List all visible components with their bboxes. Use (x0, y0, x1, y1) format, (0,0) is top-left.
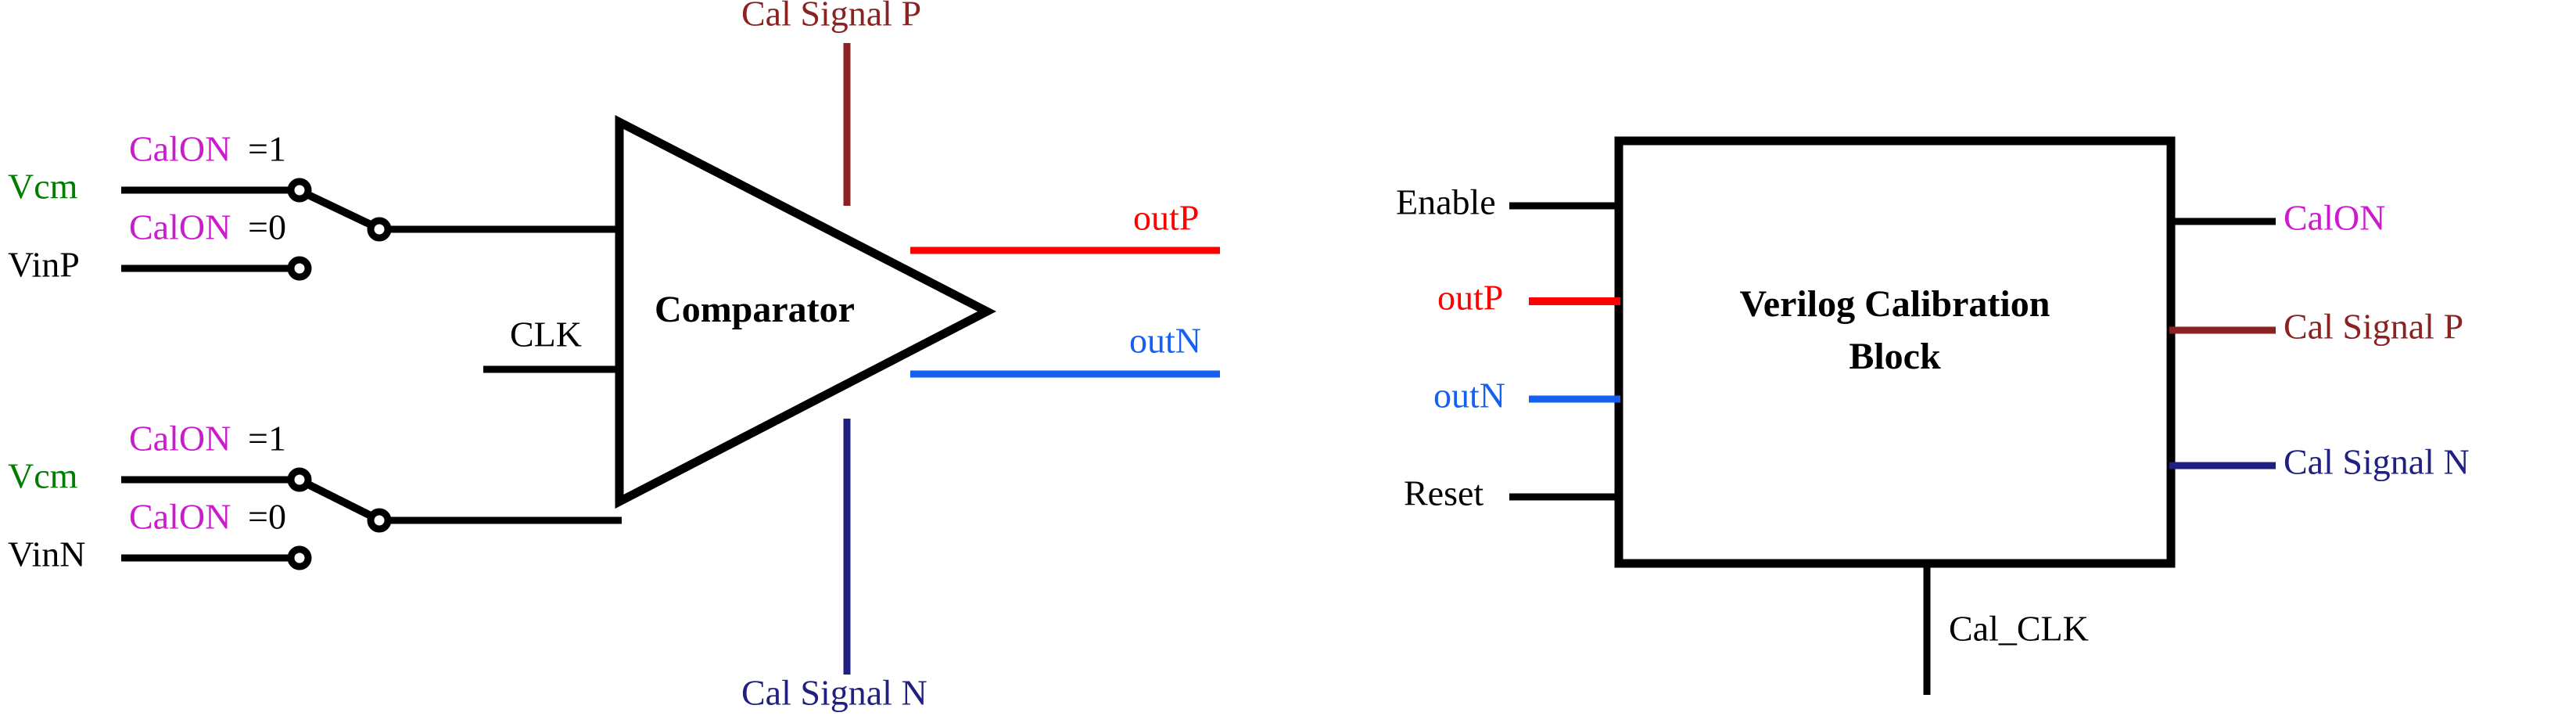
switch-terminal-vcm-p[interactable] (287, 178, 312, 203)
switch-throw-p[interactable] (304, 190, 375, 229)
label-vcm-p: Vcm (8, 167, 78, 207)
verilog-block-label-line1: Verilog Calibration (1740, 283, 2050, 325)
label-out-cal-signal-p: Cal Signal P (2284, 307, 2463, 347)
label-vcm-n: Vcm (8, 456, 78, 496)
label-cal-signal-n: Cal Signal N (741, 673, 927, 713)
label-vinp: VinP (8, 245, 80, 285)
verilog-calibration-block[interactable] (1614, 136, 2176, 568)
switch-common-node-n[interactable] (367, 508, 392, 533)
switch-throw-n[interactable] (304, 480, 375, 520)
label-outp: outP (1133, 198, 1199, 238)
label-calon-n-bottom-value: =0 (248, 497, 286, 537)
label-calon-p-bottom-value: =0 (248, 207, 286, 247)
label-calon-n-top: CalON (129, 419, 231, 459)
label-out-cal-signal-n: Cal Signal N (2284, 442, 2470, 482)
comparator-block-label: Comparator (655, 289, 855, 330)
label-in-outn: outN (1433, 376, 1505, 416)
label-in-outp: outP (1437, 278, 1503, 318)
switch-terminal-vcm-n[interactable] (287, 467, 312, 492)
label-calon-n-top-value: =1 (248, 419, 286, 459)
switch-terminal-vinp[interactable] (287, 256, 312, 281)
label-out-calon: CalON (2284, 198, 2385, 238)
switch-common-node-p[interactable] (367, 217, 392, 242)
label-cal-signal-p: Cal Signal P (741, 0, 921, 34)
label-calon-n-bottom: CalON (129, 497, 231, 537)
comparator-triangle[interactable] (615, 114, 996, 509)
label-vinn: VinN (8, 534, 85, 574)
label-outn: outN (1129, 321, 1201, 361)
switch-terminal-vinn[interactable] (287, 545, 312, 570)
label-reset: Reset (1404, 473, 1484, 513)
label-cal-clk: Cal_CLK (1949, 609, 2089, 649)
label-calon-p-top-value: =1 (248, 129, 286, 169)
label-enable: Enable (1396, 182, 1496, 222)
verilog-block-label-line2: Block (1849, 336, 1941, 377)
label-clk: CLK (510, 315, 582, 354)
label-calon-p-bottom: CalON (129, 207, 231, 247)
label-calon-p-top: CalON (129, 129, 231, 169)
